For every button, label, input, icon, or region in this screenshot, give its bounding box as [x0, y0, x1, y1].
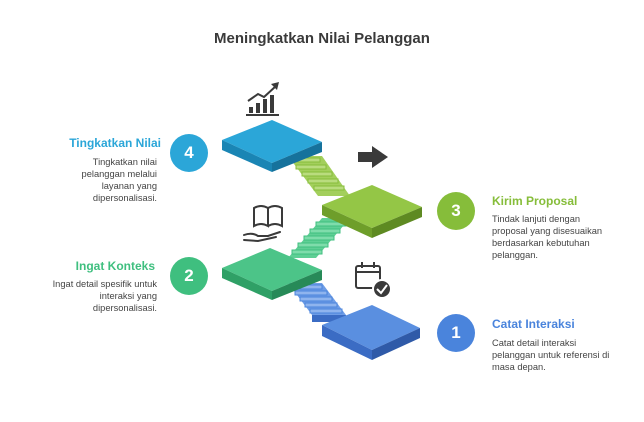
stair-segment-1 — [288, 283, 420, 360]
step-badge-4: 4 — [170, 134, 208, 172]
step-title-2: Ingat Konteks — [75, 259, 155, 273]
stair-segment-2 — [222, 218, 350, 300]
stair-segment-4 — [222, 120, 322, 172]
step-description-2: Ingat detail spesifik untuk interaksi ya… — [52, 279, 157, 313]
step-description-3: Tindak lanjuti dengan proposal yang dise… — [492, 214, 603, 260]
step-description-4: Tingkatkan nilai pelanggan melalui layan… — [81, 157, 157, 203]
step-description-1: Catat detail interaksi pelanggan untuk r… — [492, 338, 610, 372]
page-title: Meningkatkan Nilai Pelanggan — [214, 30, 430, 47]
open-book-hand-icon — [243, 205, 283, 243]
step-title-4: Tingkatkan Nilai — [69, 136, 161, 150]
step-badge-3: 3 — [437, 192, 475, 230]
calendar-check-icon — [355, 262, 392, 299]
step-badge-2: 2 — [170, 257, 208, 295]
step-badge-1: 1 — [437, 314, 475, 352]
step-title-1: Catat Interaksi — [492, 317, 575, 331]
step-title-3: Kirim Proposal — [492, 194, 578, 208]
stair-segment-3 — [288, 156, 422, 238]
arrow-right-icon — [358, 146, 388, 168]
growth-chart-icon — [246, 82, 279, 116]
